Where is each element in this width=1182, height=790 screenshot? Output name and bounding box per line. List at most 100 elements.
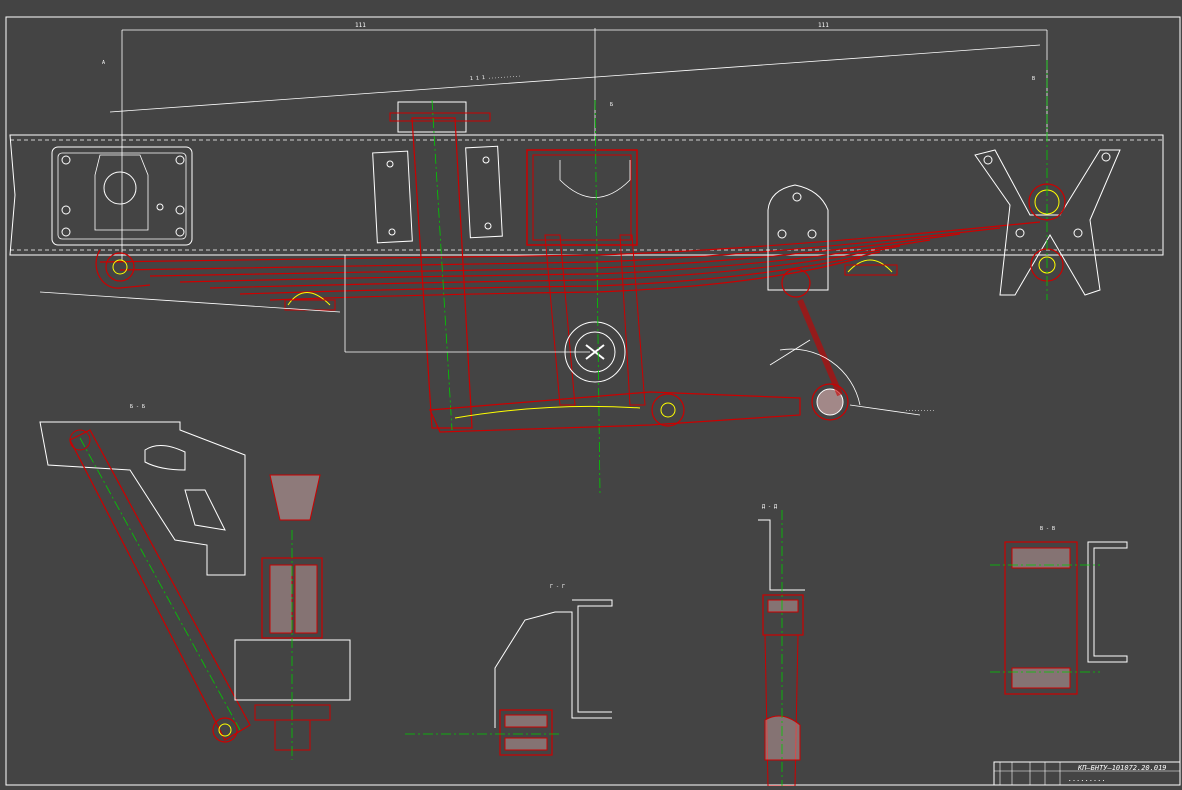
document-subtitle: ......... [1068,775,1106,783]
reaction-rod [429,391,801,433]
view-b-bushing-hatch-right [294,564,318,634]
view-b-lower-eye [212,717,238,743]
travel-arc-ref [769,339,921,416]
shackle-upper-eye [1028,183,1066,221]
title-block: КП–БНТУ–101072.20.019 ......... [993,761,1181,786]
bolt-icon [792,192,802,202]
rear-hanger [767,184,829,291]
axle-bracket [526,149,638,246]
view-e-hatch-bottom [1011,667,1071,689]
view-d-bracket [758,519,805,591]
view-g-bracket [494,611,612,728]
bolt-icon [61,227,71,237]
view-b-slot [144,445,186,471]
axle-bracket-cutout [559,160,631,198]
bolt-icon [1073,228,1083,238]
sheet-frame [5,16,1181,786]
view-b-clamp [254,704,331,721]
bolt-icon [175,205,185,215]
spring-clip-rear-body [844,264,898,276]
travel-arc [779,348,861,406]
bolt-icon [484,222,492,230]
bolt-icon [61,205,71,215]
bolt-icon [388,228,396,236]
bolt-icon [386,160,394,168]
view-b-title: Б - Б [130,404,145,410]
document-code: КП–БНТУ–101072.20.019 [1077,764,1167,772]
bolt-icon [482,156,490,164]
shock-top-mount [389,112,491,122]
dimension-text-right: 111 [818,22,829,29]
front-eye-bushing [105,252,135,282]
front-bracket-body [94,154,149,231]
view-b-bump-stop [269,474,321,521]
ref-line-spring [39,291,341,313]
view-g-bushing [499,709,553,756]
spring-front-eye [95,249,151,289]
bolt-icon [1101,152,1111,162]
front-eye-pin [112,259,128,275]
main-view: 111 111 1 1 1 ........... [9,22,1164,496]
dimension-text-left: 111 [355,22,366,29]
view-g-hatch-bottom [504,737,548,751]
bolt-icon [983,155,993,165]
view-d-title: Д - Д [762,504,777,510]
bolt-icon [61,155,71,165]
view-b-upper-eye [69,429,91,451]
stabilizer-joint-hatch [816,388,844,416]
spring-clip-rear [847,259,893,273]
view-b-b: Б - Б [39,404,351,760]
slope-line [109,44,1041,113]
view-e-hatch-top [1011,547,1071,569]
u-bolt-right [619,234,646,406]
view-g-g: Г - Г [405,584,613,756]
bolt-icon [777,229,787,239]
view-b-slot-2 [184,489,226,531]
axle-bracket-inner [532,154,632,241]
front-bracket-inner [57,152,187,240]
shock-axis [431,99,453,431]
view-g-hatch-top [504,714,548,728]
rear-hanger-eye [781,268,811,298]
view-b-bushing-hatch-left [269,564,293,634]
slope-note: 1 1 1 ........... [470,72,521,82]
view-e-title: В - В [1040,526,1055,532]
shock-side-plate-left [372,150,413,244]
stabilizer-joint [811,383,849,421]
leaf-spring-pack [99,221,1041,301]
view-e-e: В - В [990,526,1128,695]
view-b-shock-axis [79,437,241,731]
view-d-link [764,634,799,787]
view-b-clamp-nut [274,719,311,751]
shock-side-plate-right [465,145,503,239]
view-b-lower-pin [218,723,232,737]
bolt-icon [175,227,185,237]
view-e-housing [1004,541,1078,695]
view-d-lower-joint [764,715,801,761]
reaction-rod-pin [660,402,676,418]
u-bolt-left [544,234,576,406]
bolt-icon [807,229,817,239]
ground-label: .......... [905,407,935,413]
view-arrow-a: А [102,60,105,66]
view-b-axle-block [234,639,351,701]
shock-absorber [411,117,473,429]
view-arrow-b: Б [610,102,613,108]
bolt-icon [1015,228,1025,238]
view-c-title: Г - Г [550,584,565,590]
spring-clip-front [287,292,331,306]
view-d-hatch [767,599,799,613]
bolt-icon [175,155,185,165]
axle-axis [594,99,601,496]
view-b-bracket [39,421,246,576]
bolt-icon [156,203,164,211]
view-d-d: Д - Д [758,504,805,787]
view-b-shock [69,429,251,741]
stabilizer-link [797,298,843,397]
title-block-frame [993,761,1181,786]
view-g-angle [572,599,613,713]
front-bracket-hole [103,171,137,205]
axle-section-icon [585,344,605,360]
